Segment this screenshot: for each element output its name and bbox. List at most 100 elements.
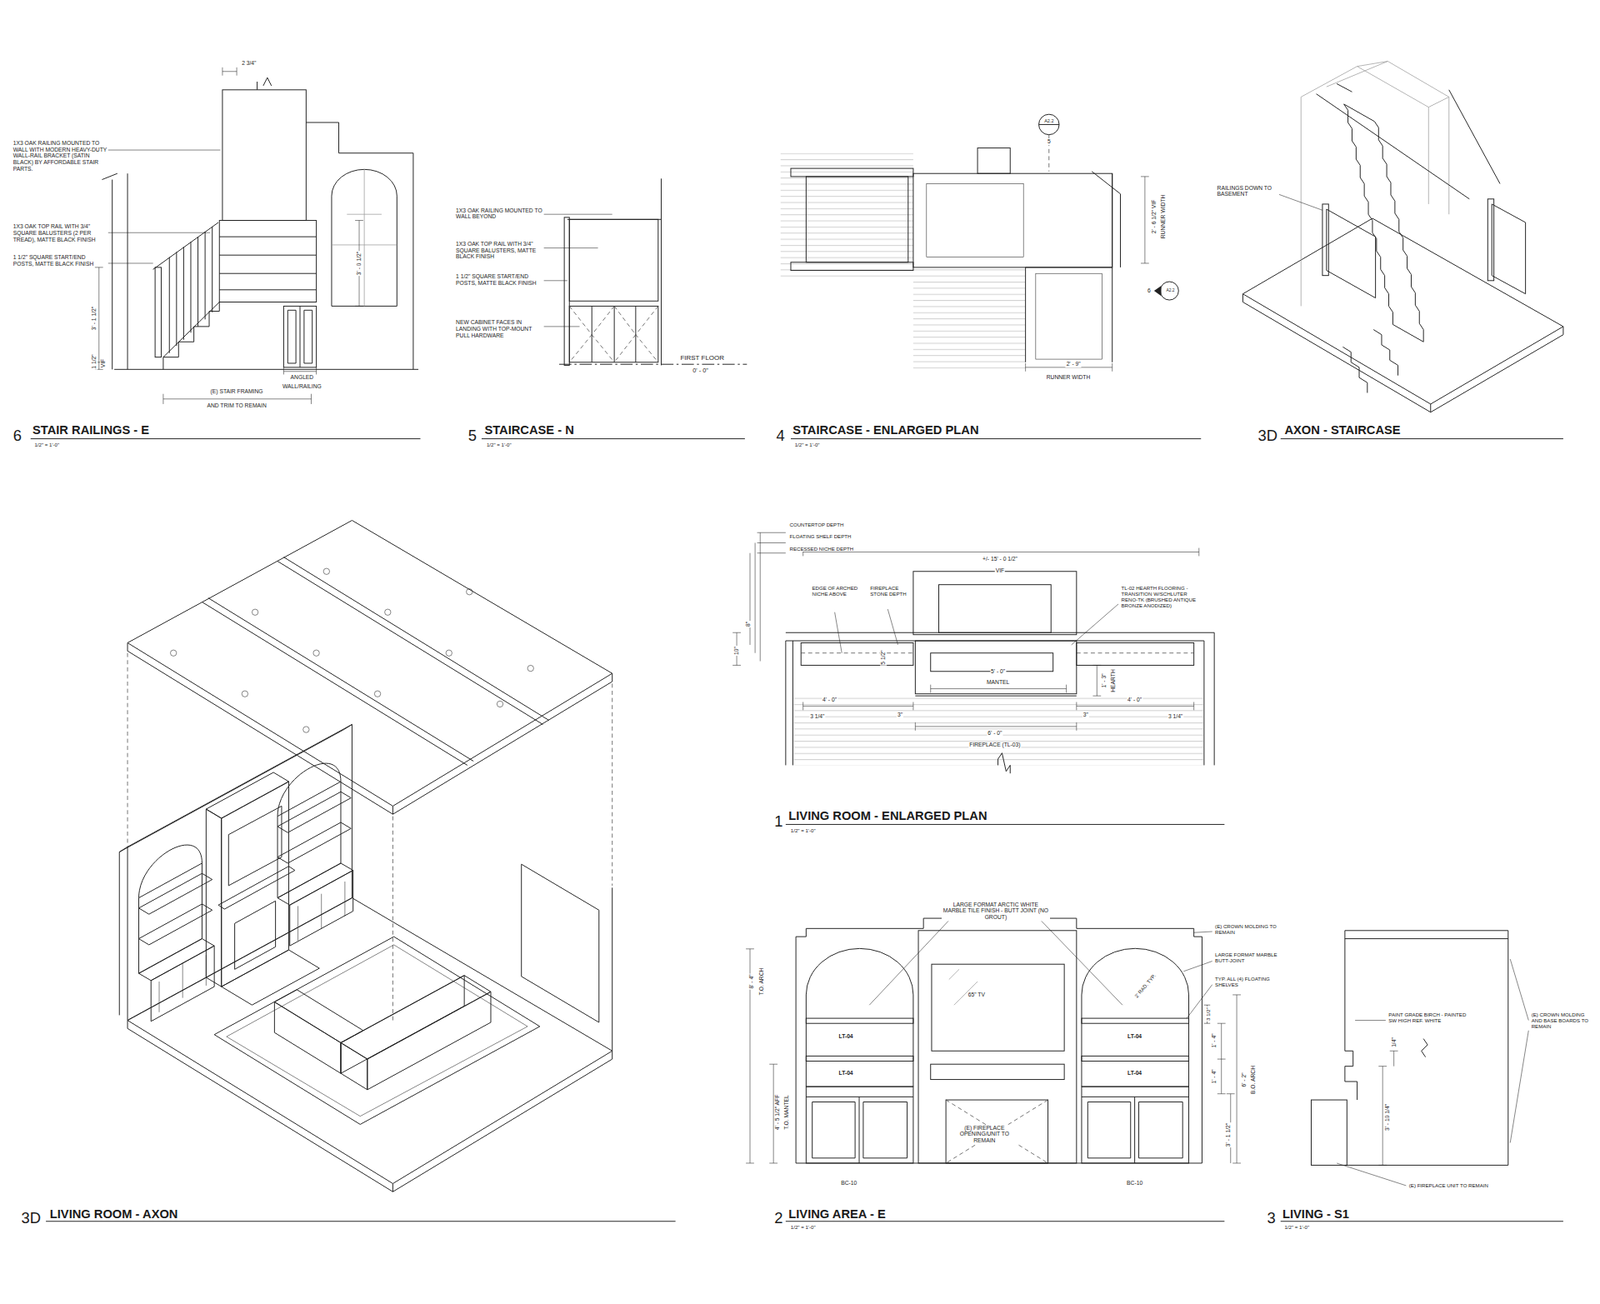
staircase-plan: [780, 114, 1180, 372]
level-value: 0' - 0": [691, 367, 710, 375]
stair-railing-elevation-part: [222, 90, 306, 221]
living-room-axon-part: [228, 805, 282, 886]
living-room-plan-part: [998, 753, 1011, 774]
scale-text: 1/2" = 1'-0": [33, 441, 60, 448]
dimension-text: A2.2: [1043, 117, 1055, 123]
dimension-text: 6: [1146, 287, 1152, 295]
staircase-plan-part: [790, 262, 914, 271]
stair-railing-elevation-part: [153, 222, 219, 270]
dimension-text: 3' - 0 1/2": [355, 250, 363, 276]
material-tag: LT-04: [838, 1070, 855, 1077]
living-area-elevation-part: [805, 1018, 914, 1024]
dimension-text: WALL/RAILING: [281, 383, 323, 390]
note-text: EDGE OF ARCHED NICHE ABOVE: [811, 585, 863, 597]
living-room-plan-part: [800, 642, 914, 665]
living-room-plan-part: [750, 532, 786, 661]
living-room-axon: [119, 520, 612, 1193]
dimension-text: (E) STAIR FRAMING: [210, 388, 265, 395]
living-room-axon-part-part: [496, 700, 503, 707]
note-text: LARGE FORMAT MARBLE BUTT-JOINT: [1214, 951, 1280, 964]
note-text: 1 1/2" SQUARE START/END POSTS, MATTE BLA…: [455, 273, 544, 286]
dimension-text: RUNNER WIDTH: [1045, 374, 1092, 381]
living-room-axon-part: [214, 936, 540, 1125]
dimension-text: 5' - 0": [990, 668, 1006, 675]
dimension-text: AND TRIM TO REMAIN: [205, 402, 267, 410]
living-room-axon-part-part: [251, 609, 258, 615]
living-room-plan-part: [915, 695, 1076, 697]
note-text: 1X3 OAK TOP RAIL WITH 3/4" SQUARE BALUST…: [455, 240, 544, 260]
dimension-text: 1/4": [1390, 1037, 1398, 1050]
note-text: 1X3 OAK RAILING MOUNTED TO WALL BEYOND: [455, 207, 544, 220]
living-area-elevation-part: [1081, 1055, 1190, 1061]
dimension-text: 8": [745, 620, 752, 628]
living-section-part: [1310, 1100, 1347, 1165]
living-room-plan-part: [915, 722, 1076, 731]
dimension-text: 1' - 3": [1100, 672, 1108, 689]
stair-railing-elevation-part: [355, 220, 364, 307]
dimension-text: 1' - 4": [1210, 1068, 1218, 1085]
dimension-text: 4' - 0": [1126, 696, 1143, 704]
living-room-axon-part: [235, 900, 276, 970]
dimension-text: 3' - 10 1/4": [1384, 1103, 1391, 1132]
stair-railing-elevation-part: [257, 77, 272, 90]
living-area-elevation-part: [1081, 948, 1190, 1087]
living-room-axon-part: [611, 887, 613, 1051]
staircase-axon: [1242, 61, 1563, 413]
dimension-text: 65" TV: [967, 991, 986, 999]
stair-railing-elevation-part: [331, 169, 397, 306]
view-title: STAIRCASE - ENLARGED PLAN: [791, 423, 980, 438]
view-title: LIVING ROOM - AXON: [49, 1207, 180, 1222]
dimension-text: 3": [896, 712, 904, 720]
level-name: FIRST FLOOR: [680, 354, 725, 362]
living-room-plan-part: [930, 685, 1067, 694]
view-underlines-part: [30, 439, 1564, 1222]
dimension-text: 3 1/4": [809, 713, 825, 720]
staircase-plan-part: [805, 176, 908, 263]
view-number: 3D: [20, 1209, 42, 1227]
living-area-elevation-part: [931, 964, 1065, 1051]
view-number: 4: [775, 426, 786, 445]
staircase-plan-part: [1039, 114, 1060, 135]
dimension-text: RUNNER WIDTH: [1160, 193, 1167, 240]
dimension-text: B.O. ARCH: [1250, 1065, 1257, 1095]
living-room-axon-part-part: [527, 665, 534, 671]
living-room-plan: [732, 532, 1215, 774]
living-room-axon-part: [127, 898, 613, 1185]
note-text: TL-02 HEARTH FLOORING - TRANSITION W/SCH…: [1120, 585, 1203, 609]
staircase-plan-part: [1091, 171, 1120, 268]
view-number: 5: [467, 426, 478, 445]
staircase-axon-part: [1344, 104, 1394, 325]
dimension-text: HEARTH: [1110, 668, 1117, 694]
view-number: 6: [12, 426, 23, 445]
stair-railing-elevation-part: [219, 220, 316, 303]
note-text: RECESSED NICHE DEPTH: [789, 545, 855, 552]
staircase-axon-part: [1491, 204, 1525, 295]
view-title: STAIR RAILINGS - E: [31, 423, 150, 438]
staircase-north-elevation: [544, 178, 748, 365]
staircase-north-elevation-part: [660, 178, 662, 365]
living-room-axon-part: [221, 950, 320, 1005]
dimension-text: VIF: [995, 567, 1005, 575]
living-area-elevation-part: [949, 969, 978, 1005]
living-room-axon-part-part: [241, 690, 248, 697]
material-tag: LT-04: [1126, 1033, 1143, 1040]
dimension-text: 8' - 4": [749, 973, 756, 990]
living-room-axon-part: [340, 975, 465, 1075]
stair-railing-elevation-part: [305, 122, 414, 370]
living-area-elevation-part: [945, 1100, 1048, 1164]
scale-text: 1/2" = 1'-0": [485, 441, 513, 448]
note-text: RAILINGS DOWN TO BASEMENT: [1216, 185, 1280, 198]
living-area-elevation-part: [805, 948, 914, 1087]
stair-railing-elevation-part: [155, 267, 161, 358]
living-room-plan-part: [785, 632, 1215, 765]
view-number: 3D: [1257, 426, 1279, 445]
staircase-north-elevation-part: [564, 217, 570, 366]
living-room-axon-part: [367, 991, 491, 1090]
living-room-axon-part-part: [323, 568, 330, 575]
stair-railing-elevation-part: [331, 169, 397, 306]
staircase-plan-part: [926, 183, 1024, 257]
view-title: LIVING - S1: [1281, 1207, 1350, 1222]
note-text: (E) CROWN MOLDING AND BASE BOARDS TO REM…: [1530, 1011, 1592, 1030]
living-room-plan-part: [1092, 665, 1101, 696]
living-room-axon-part: [521, 864, 600, 1023]
